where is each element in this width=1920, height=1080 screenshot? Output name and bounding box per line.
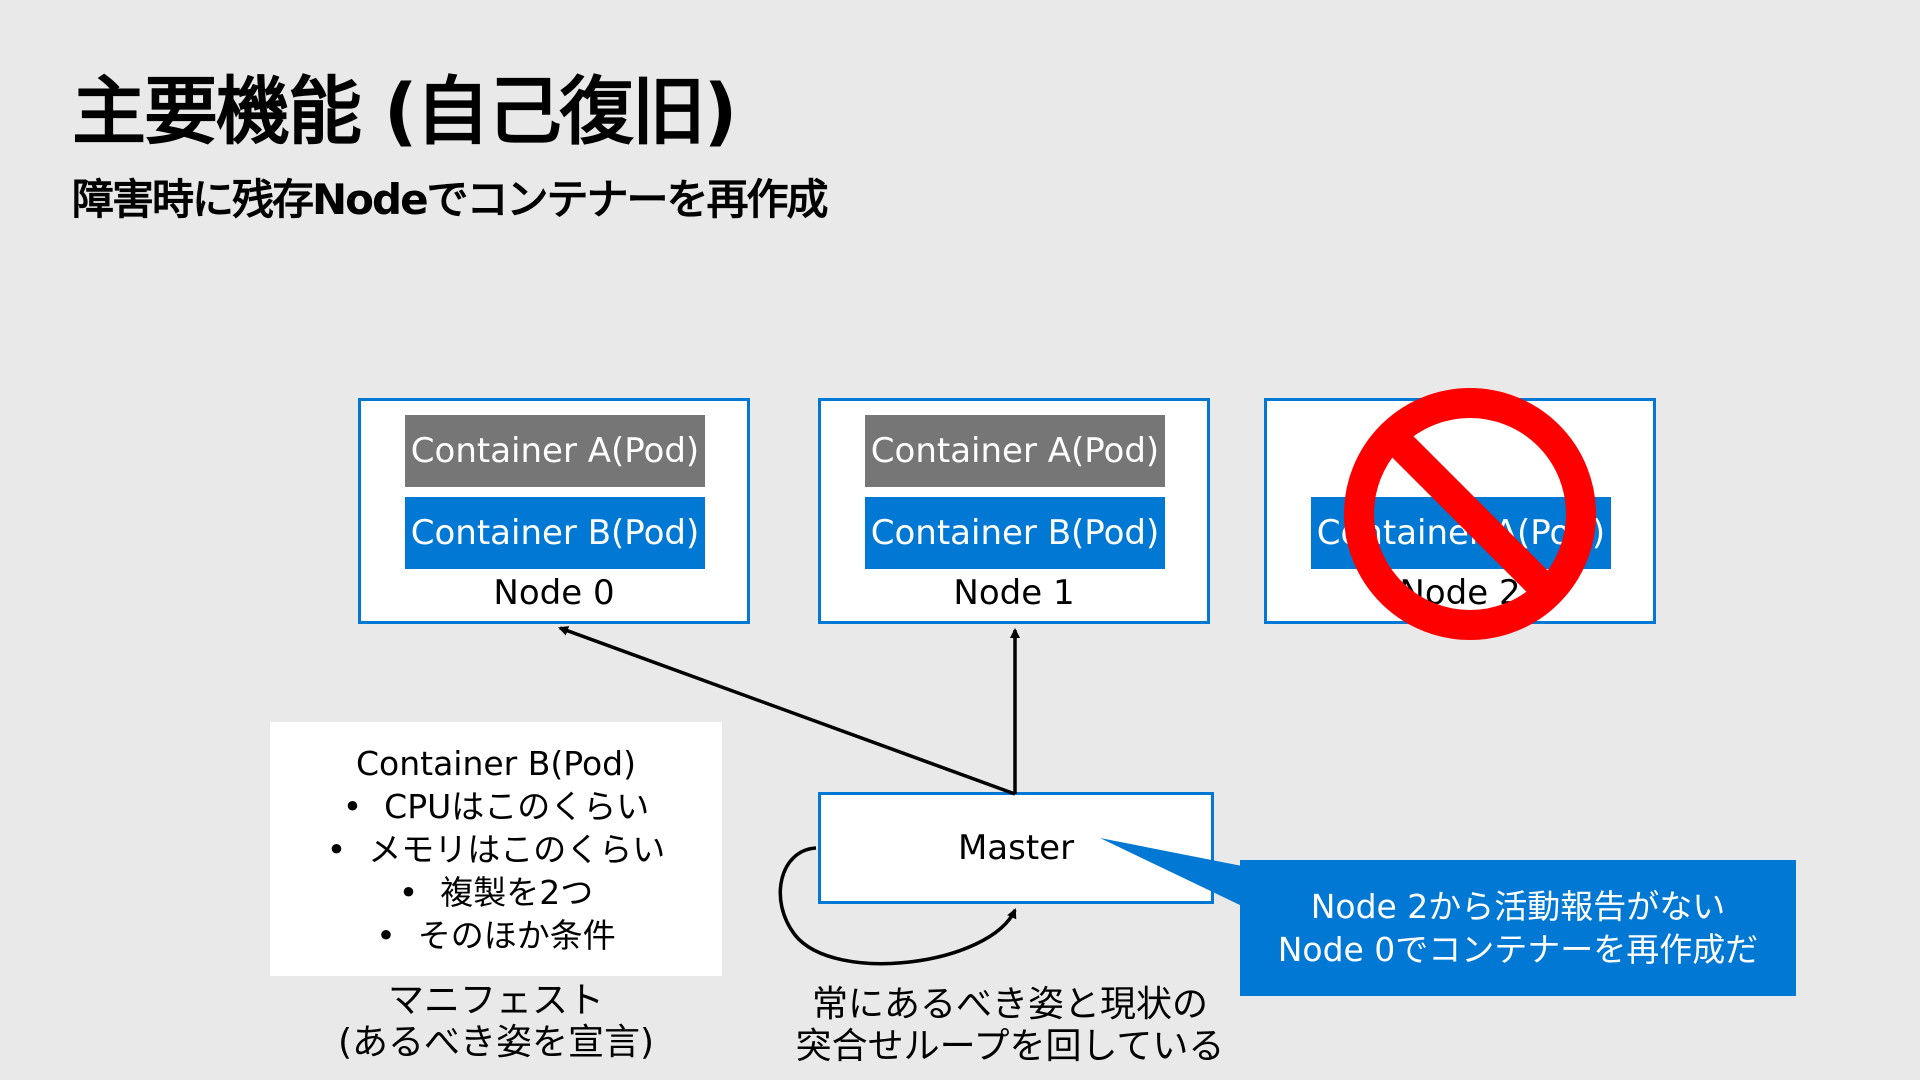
manifest-box: Container B(Pod) CPUはこのくらい メモリはこのくらい 複製を… <box>270 722 722 976</box>
node-1-container-a: Container A(Pod) <box>865 415 1165 487</box>
loop-caption-line1: 常にあるべき姿と現状の <box>811 984 1208 1025</box>
master-label: Master <box>957 828 1075 868</box>
page-subtitle: 障害時に残存Nodeでコンテナーを再作成 <box>72 175 829 224</box>
loop-caption: 常にあるべき姿と現状の 突合せループを回している <box>780 984 1240 1068</box>
node-0-box: Container A(Pod) Container B(Pod) Node 0 <box>358 398 750 624</box>
loop-caption-line2: 突合せループを回している <box>795 1026 1225 1067</box>
manifest-item: メモリはこのくらい <box>270 828 722 871</box>
node-0-container-b: Container B(Pod) <box>405 497 705 569</box>
callout-line2: Node 0でコンテナーを再作成だ <box>1277 930 1759 969</box>
node-0-label: Node 0 <box>493 573 615 613</box>
reconcile-loop-arrow <box>778 846 1017 966</box>
callout-pointer <box>1100 838 1242 906</box>
node-1-container-b: Container B(Pod) <box>865 497 1165 569</box>
manifest-caption-line1: マニフェスト <box>387 980 604 1021</box>
page-title: 主要機能 (自己復旧) <box>72 69 737 155</box>
manifest-caption-line2: (あるべき姿を宣言) <box>337 1022 655 1063</box>
manifest-title: Container B(Pod) <box>355 744 636 783</box>
manifest-caption: マニフェスト (あるべき姿を宣言) <box>296 980 696 1064</box>
manifest-item: 複製を2つ <box>270 871 722 914</box>
node-1-label: Node 1 <box>953 573 1075 613</box>
manifest-item: CPUはこのくらい <box>270 785 722 828</box>
callout-box: Node 2から活動報告がない Node 0でコンテナーを再作成だ <box>1240 860 1796 996</box>
arrow-master-to-node-0 <box>558 626 1016 796</box>
manifest-item: そのほか条件 <box>270 914 722 957</box>
node-0-container-a: Container A(Pod) <box>405 415 705 487</box>
callout-line1: Node 2から活動報告がない <box>1310 887 1726 926</box>
manifest-list: CPUはこのくらい メモリはこのくらい 複製を2つ そのほか条件 <box>270 785 722 957</box>
node-1-box: Container A(Pod) Container B(Pod) Node 1 <box>818 398 1210 624</box>
